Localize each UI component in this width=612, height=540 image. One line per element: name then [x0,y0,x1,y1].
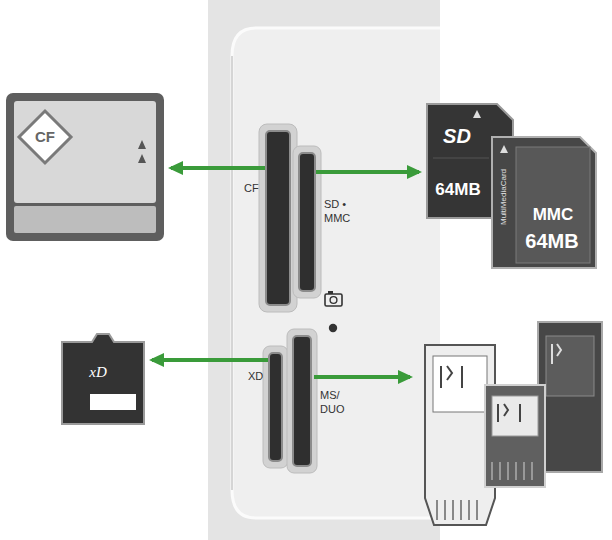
memory-card: xD [60,330,146,426]
card-slot: SD • MMC [298,152,316,292]
slot-arrow [316,170,419,174]
slot-arrow [171,166,265,170]
card-label: MMC [533,204,574,225]
card-label: xD [89,363,107,382]
slot-panel [208,0,440,540]
slot-label: MS/ DUO [320,389,354,417]
memory-card: CF [5,92,165,242]
slot-label: XD [248,370,263,384]
slot-label: SD • MMC [324,198,360,226]
slot-arrow [152,358,268,362]
slot-label: CF [244,182,259,196]
memory-card: MultiMediaCardMMC 64MB [490,135,598,270]
card-slot: XD [268,352,283,462]
camera-icon [325,291,342,332]
card-outline [5,92,165,242]
memory-stick-cards [425,322,602,525]
card-label: MultiMediaCard [499,169,509,225]
card-slot: CF [265,130,291,306]
card-label: SD [443,124,471,149]
card-label: 64MB [525,229,578,254]
card-label: 64MB [435,179,480,200]
slot-arrow [314,375,410,379]
card-slot: MS/ DUO [292,335,312,467]
card-label: CF [35,128,55,147]
